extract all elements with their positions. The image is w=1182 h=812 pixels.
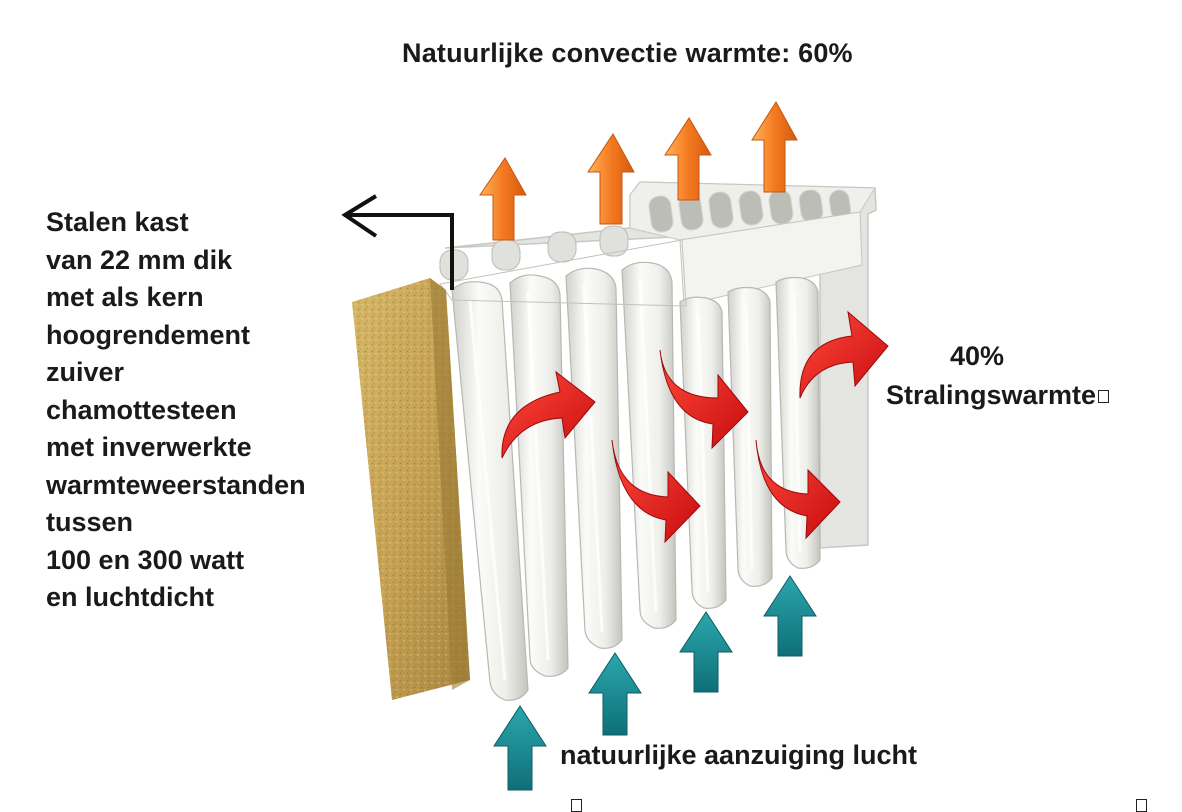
radiation-arrow-icon xyxy=(501,310,889,544)
air-intake-arrow-icon xyxy=(493,575,817,791)
description-line: Stalen kast xyxy=(46,207,189,237)
convection-arrow-icon xyxy=(479,101,798,241)
description-line: 100 en 300 watt xyxy=(46,544,245,575)
description-line: zuiver xyxy=(46,357,125,387)
description-line: hoogrendement xyxy=(46,319,251,350)
description-line: en luchtdicht xyxy=(46,582,214,612)
description-line: met als kern xyxy=(46,282,204,312)
description-line: chamottesteen xyxy=(46,394,237,425)
pointer-arrow-icon xyxy=(341,194,454,290)
description-line: tussen xyxy=(46,507,134,537)
description-line: met inverwerkte xyxy=(46,432,252,462)
missing-glyph-box xyxy=(1098,390,1110,403)
description-line: warmteweerstanden xyxy=(46,469,306,500)
air-intake-label: natuurlijke aanzuiging lucht xyxy=(560,740,918,770)
radiation-percent: 40% xyxy=(950,341,1005,371)
steel-casing-description: Stalen kast van 22 mm dik met als kern h… xyxy=(46,204,306,617)
page-title: Natuurlijke convectie warmte: 60% xyxy=(402,38,853,68)
radiation-label-wrap: Stralingswarmte xyxy=(886,380,1110,411)
radiation-label: Stralingswarmte xyxy=(886,380,1097,410)
description-line: van 22 mm dik xyxy=(46,244,233,275)
missing-glyph-box xyxy=(571,799,582,812)
heater-body xyxy=(352,181,877,701)
missing-glyph-box xyxy=(1136,799,1147,812)
